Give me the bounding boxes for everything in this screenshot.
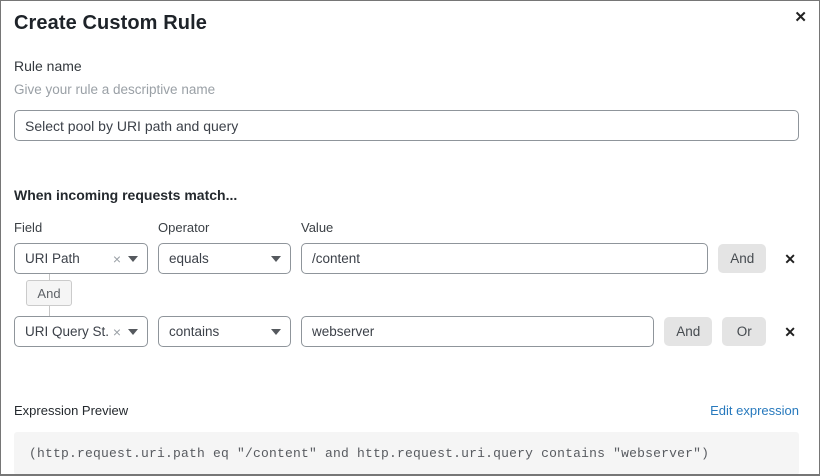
- close-icon[interactable]: ✕: [794, 9, 807, 26]
- expression-preview-header: Expression Preview Edit expression: [14, 403, 799, 418]
- expression-code: (http.request.uri.path eq "/content" and…: [29, 446, 710, 461]
- rule-name-input[interactable]: [14, 110, 799, 141]
- page-title: Create Custom Rule: [14, 12, 207, 34]
- clear-selection-icon[interactable]: ×: [112, 323, 121, 340]
- field-select[interactable]: URI Path ×: [14, 243, 148, 274]
- connector-line: [48, 274, 50, 280]
- match-row-1: URI Path × equals And ✕: [14, 243, 799, 274]
- operator-select-value: contains: [169, 324, 220, 339]
- operator-select-value: equals: [169, 251, 209, 266]
- add-and-condition-button[interactable]: And: [664, 317, 713, 346]
- match-row-2: URI Query St... × contains And Or ✕: [14, 316, 799, 347]
- remove-row-icon[interactable]: ✕: [784, 323, 796, 340]
- field-select-value: URI Path: [25, 251, 80, 266]
- edit-expression-link[interactable]: Edit expression: [710, 403, 799, 418]
- operator-column-label: Operator: [158, 220, 210, 235]
- field-select-value: URI Query St...: [25, 324, 109, 339]
- field-select[interactable]: URI Query St... ×: [14, 316, 148, 347]
- value-input[interactable]: [301, 243, 709, 274]
- remove-row-icon[interactable]: ✕: [784, 250, 796, 267]
- value-column-label: Value: [301, 220, 334, 235]
- row-connector: And: [26, 274, 72, 316]
- chevron-down-icon: [271, 255, 281, 262]
- and-connector-badge: And: [26, 280, 72, 306]
- add-or-condition-button[interactable]: Or: [722, 317, 767, 346]
- operator-select[interactable]: equals: [158, 243, 291, 274]
- expression-preview-label: Expression Preview: [14, 403, 129, 418]
- rule-name-label: Rule name: [14, 58, 82, 74]
- chevron-down-icon: [128, 328, 138, 335]
- rule-name-helper: Give your rule a descriptive name: [14, 82, 216, 97]
- add-and-condition-button[interactable]: And: [718, 244, 767, 273]
- value-input[interactable]: [301, 316, 655, 347]
- match-heading: When incoming requests match...: [14, 187, 238, 203]
- chevron-down-icon: [271, 328, 281, 335]
- field-column-label: Field: [14, 220, 43, 235]
- operator-select[interactable]: contains: [158, 316, 291, 347]
- column-headers: Field Operator Value: [14, 220, 799, 235]
- chevron-down-icon: [128, 255, 138, 262]
- connector-line: [48, 306, 50, 316]
- expression-code-block: (http.request.uri.path eq "/content" and…: [14, 432, 799, 474]
- clear-selection-icon[interactable]: ×: [112, 250, 121, 267]
